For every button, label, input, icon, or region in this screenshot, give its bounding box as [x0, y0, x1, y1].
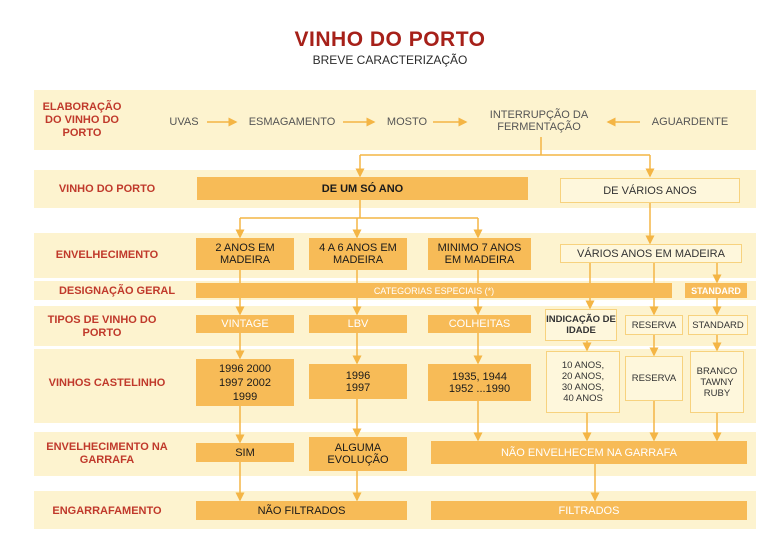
box-categorias-especiais: CATEGORIAS ESPECIAIS (*)	[196, 283, 672, 298]
box-standard: STANDARD	[688, 315, 748, 335]
box-sim: SIM	[196, 443, 294, 462]
row-label-garrafa: ENVELHECIMENTO NA GARRAFA	[46, 441, 168, 466]
box-um-so-ano: DE UM SÓ ANO	[197, 177, 528, 200]
box-4-a-6-anos: 4 A 6 ANOS EM MADEIRA	[309, 238, 407, 270]
box-varios-anos: DE VÁRIOS ANOS	[560, 178, 740, 203]
row-label-castelinho: VINHOS CASTELINHO	[48, 376, 166, 389]
band-elaboracao	[34, 90, 756, 150]
box-varios-anos-madeira: VÁRIOS ANOS EM MADEIRA	[560, 244, 742, 263]
box-alguma-evolucao: ALGUMA EVOLUÇÃO	[309, 437, 407, 471]
row-label-envelhecimento: ENVELHECIMENTO	[55, 248, 159, 261]
box-nao-filtrados: NÃO FILTRADOS	[196, 501, 407, 520]
box-vintage: VINTAGE	[196, 315, 294, 333]
process-interrupcao: INTERRUPÇÃO DA FERMENTAÇÃO	[489, 109, 589, 133]
box-castelinho-vintage: 1996 2000 1997 2002 1999	[196, 359, 294, 406]
row-label-designacao: DESIGNAÇÃO GERAL	[58, 284, 176, 297]
page-subtitle: BREVE CARACTERIZAÇÃO	[312, 53, 468, 67]
box-castelinho-colheitas: 1935, 1944 1952 ...1990	[428, 364, 531, 401]
box-castelinho-standard: BRANCO TAWNY RUBY	[690, 351, 744, 413]
box-reserva: RESERVA	[625, 315, 683, 335]
row-label-vinho: VINHO DO PORTO	[58, 182, 156, 195]
box-lbv: LBV	[309, 315, 407, 333]
process-uvas: UVAS	[169, 116, 199, 128]
box-2-anos: 2 ANOS EM MADEIRA	[196, 238, 294, 270]
box-minimo-7-anos: MINIMO 7 ANOS EM MADEIRA	[428, 238, 531, 270]
page-title: VINHO DO PORTO	[294, 28, 486, 51]
row-label-engarrafamento: ENGARRAFAMENTO	[52, 504, 162, 517]
process-aguardente: AGUARDENTE	[651, 116, 729, 128]
row-label-tipos: TIPOS DE VINHO DO PORTO	[47, 314, 157, 339]
box-indicacao-idade: INDICAÇÃO DE IDADE	[545, 309, 617, 341]
box-castelinho-idade: 10 ANOS, 20 ANOS, 30 ANOS, 40 ANOS	[546, 351, 620, 413]
box-standard-designacao: STANDARD	[685, 283, 747, 298]
process-mosto: MOSTO	[386, 116, 428, 128]
box-castelinho-reserva: RESERVA	[625, 356, 683, 401]
box-colheitas: COLHEITAS	[428, 315, 531, 333]
box-nao-envelhecem: NÃO ENVELHECEM NA GARRAFA	[431, 441, 747, 464]
row-label-elaboracao: ELABORAÇÃO DO VINHO DO PORTO	[42, 100, 122, 139]
process-esmagamento: ESMAGAMENTO	[248, 116, 336, 128]
box-castelinho-lbv: 1996 1997	[309, 364, 407, 399]
box-filtrados: FILTRADOS	[431, 501, 747, 520]
